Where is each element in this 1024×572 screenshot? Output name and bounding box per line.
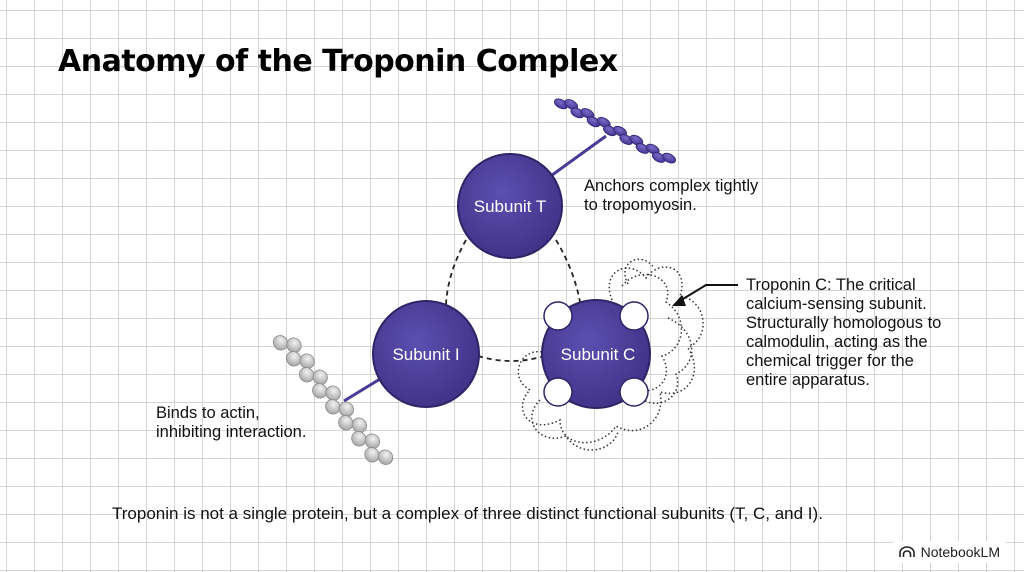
subunit-i-label: Subunit I — [392, 345, 459, 364]
tropomyosin-strand — [554, 98, 676, 164]
actin-bead-10 — [338, 401, 354, 417]
tether-i-to-actin — [343, 377, 381, 403]
troponin-c-annotation: Troponin C: The critical calcium-sensing… — [746, 276, 942, 389]
actin-bead-3 — [285, 351, 302, 367]
calcium-binding-notches — [543, 301, 649, 407]
actin-bead-12 — [351, 417, 368, 433]
subunit-t[interactable]: Subunit T — [457, 153, 563, 259]
actin-bead-15 — [364, 447, 380, 463]
actin-bead-16 — [377, 449, 394, 465]
actin-bead-14 — [364, 433, 381, 449]
actin-bead-1 — [272, 335, 289, 351]
notebooklm-logo-icon — [898, 546, 915, 557]
subunit-c-label: Subunit C — [561, 345, 636, 364]
subunit-t-label: Subunit T — [474, 197, 546, 216]
actin-bead-7 — [312, 383, 328, 399]
actin-bead-13 — [351, 431, 367, 447]
actin-bead-5 — [298, 367, 315, 383]
tropomyosin-bead-13 — [651, 152, 666, 163]
subunit-i[interactable]: Subunit I — [372, 300, 480, 408]
actin-bead-9 — [325, 399, 341, 415]
tropomyosin-bead-1 — [554, 98, 568, 110]
actin-filament — [272, 335, 394, 465]
actin-bead-8 — [325, 385, 341, 401]
tropomyosin-bead-2 — [564, 99, 579, 110]
tropomyosin-annotation: Anchors complex tightly to tropomyosin. — [584, 177, 759, 214]
calmodulin-dotted-outline — [517, 258, 704, 451]
actin-bead-6 — [312, 369, 328, 385]
brand-name: NotebookLM — [920, 544, 1000, 560]
tether-t-to-tropomyosin — [547, 134, 607, 180]
link-t-c — [555, 239, 581, 303]
page-title: Anatomy of the Troponin Complex — [58, 44, 618, 79]
callout-arrow-icon — [672, 284, 738, 306]
footer-caption: Troponin is not a single protein, but a … — [112, 504, 823, 523]
notebooklm-badge[interactable]: NotebookLM — [892, 541, 1006, 563]
link-i-c — [477, 355, 545, 362]
actin-bead-2 — [286, 337, 302, 353]
actin-annotation: Binds to actin, inhibiting interaction. — [156, 404, 307, 441]
actin-bead-4 — [299, 353, 315, 369]
tropomyosin-bead-12 — [645, 143, 660, 155]
actin-bead-11 — [338, 415, 354, 431]
link-t-i — [445, 239, 467, 305]
tropomyosin-bead-14 — [662, 152, 676, 164]
subunit-c[interactable]: Subunit C — [541, 299, 651, 409]
